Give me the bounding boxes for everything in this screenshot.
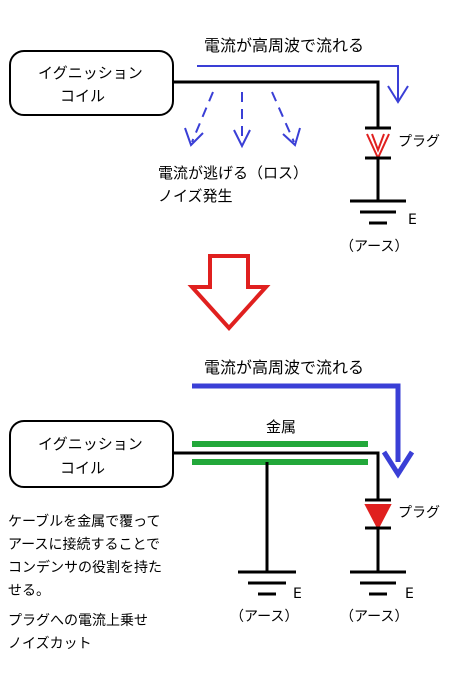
top-diagram: イグニッション コイル 電流が高周波で流れる 電流が逃げる（ロス） ノイズ発生 …	[9, 36, 440, 255]
note-line-2: ノイズカット	[8, 636, 92, 652]
top-leak-arrowhead-2	[233, 129, 251, 149]
top-coil-label-line2: コイル	[60, 87, 105, 105]
shield-label: 金属	[266, 418, 296, 436]
top-leak-arrow-3	[271, 91, 295, 143]
bottom-plug-label: プラグ	[398, 505, 440, 521]
bottom-ground-symbol-1	[238, 570, 296, 596]
bottom-ground-label-2: （アース）	[340, 609, 408, 625]
bottom-flow-arrow	[192, 383, 401, 462]
bottom-diagram: 電流が高周波で流れる イグニッション コイル 金属 E （アース） プラ	[8, 358, 440, 652]
top-ignition-coil-box	[9, 50, 174, 116]
top-ground-symbol	[350, 199, 406, 225]
top-flow-label: 電流が高周波で流れる	[204, 36, 364, 55]
top-cable	[173, 80, 380, 128]
bottom-spark-icon	[364, 504, 392, 531]
description-line-4: せる。	[8, 583, 50, 599]
bottom-cable	[173, 451, 380, 500]
bottom-coil-label-line1: イグニッション	[38, 435, 143, 453]
bottom-ground-label-1: （アース）	[230, 609, 298, 625]
bottom-flow-arrowhead	[381, 450, 415, 479]
top-flow-arrowhead	[387, 85, 409, 104]
top-loss-label-line1: 電流が逃げる（ロス）	[158, 164, 308, 182]
bottom-spark-plug	[364, 498, 392, 571]
transition-down-arrow-icon	[187, 254, 271, 331]
description-line-3: コンデンサの役割を持た	[8, 559, 162, 576]
top-spark-plug	[365, 126, 391, 200]
top-plug-label: プラグ	[398, 134, 440, 150]
top-loss-label-line2: ノイズ発生	[158, 187, 233, 205]
bottom-ground-symbol-2	[350, 570, 406, 596]
note-line-1: プラグへの電流上乗せ	[8, 613, 148, 629]
top-spark-icon	[366, 133, 390, 161]
top-leak-arrow-1	[191, 91, 214, 143]
description-line-2: アースに接続することで	[8, 536, 160, 553]
top-leak-arrowhead-1	[184, 127, 204, 147]
description-line-1: ケーブルを金属で覆って	[8, 513, 160, 530]
top-ground-letter: E	[408, 212, 417, 228]
bottom-coil-label-line2: コイル	[60, 459, 105, 477]
bottom-flow-label: 電流が高周波で流れる	[204, 358, 364, 377]
top-leak-arrowhead-3	[282, 127, 301, 147]
bottom-ground-letter-2: E	[405, 586, 414, 602]
top-flow-arrow	[197, 65, 399, 100]
top-coil-label-line1: イグニッション	[38, 64, 143, 82]
bottom-ground-letter-1: E	[293, 586, 302, 602]
top-ground-label: （アース）	[340, 239, 408, 255]
bottom-ignition-coil-box	[9, 420, 174, 488]
